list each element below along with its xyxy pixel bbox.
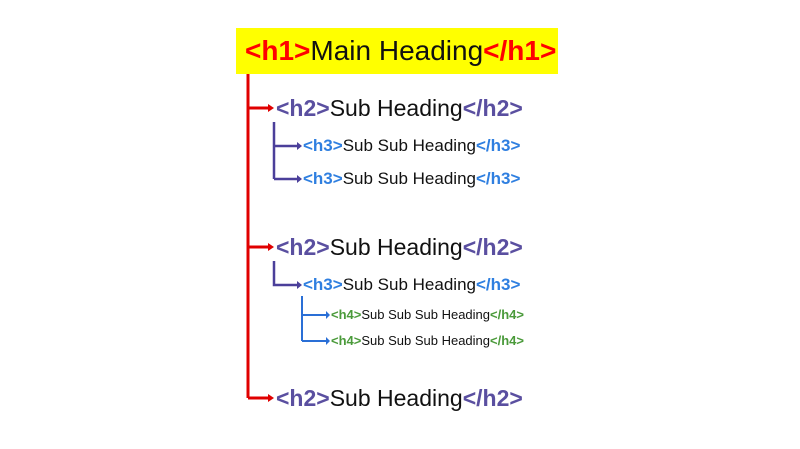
h3-close-tag: </h3> — [475, 169, 521, 188]
h4-close-tag: </h4> — [490, 333, 524, 348]
h2-open-tag: <h2> — [276, 234, 330, 260]
h3-node: <h3>Sub Sub Heading</h3> — [303, 274, 520, 296]
h3-node: <h3>Sub Sub Heading</h3> — [303, 135, 520, 157]
h3-arrow-tips — [326, 311, 330, 345]
h2-heading-text: Sub Heading — [329, 95, 463, 121]
h2-node: <h2>Sub Heading</h2> — [276, 233, 523, 261]
h4-heading-text: Sub Sub Sub Heading — [361, 307, 491, 322]
h2-arrow-tips — [297, 142, 302, 289]
h2-close-tag: </h2> — [462, 234, 523, 260]
h2-node: <h2>Sub Heading</h2> — [276, 384, 523, 412]
h4-heading-text: Sub Sub Sub Heading — [361, 333, 491, 348]
h1-label: <h1>Main Heading</h1> — [245, 34, 556, 68]
h3-open-tag: <h3> — [303, 169, 343, 188]
h2-open-tag: <h2> — [276, 385, 330, 411]
h2-connector — [272, 122, 297, 181]
h1-heading-text: Main Heading — [310, 35, 484, 66]
h3-heading-text: Sub Sub Heading — [342, 275, 476, 294]
h2-connector — [272, 261, 297, 287]
h2-node: <h2>Sub Heading</h2> — [276, 94, 523, 122]
h3-heading-text: Sub Sub Heading — [342, 136, 476, 155]
h3-close-tag: </h3> — [475, 136, 521, 155]
h2-heading-text: Sub Heading — [329, 385, 463, 411]
h1-connector — [246, 74, 268, 400]
h4-open-tag: <h4> — [331, 307, 362, 322]
h4-node: <h4>Sub Sub Sub Heading</h4> — [331, 332, 524, 350]
h1-node: <h1>Main Heading</h1> — [236, 28, 558, 74]
h3-heading-text: Sub Sub Heading — [342, 169, 476, 188]
h2-close-tag: </h2> — [462, 385, 523, 411]
h3-open-tag: <h3> — [303, 275, 343, 294]
h3-open-tag: <h3> — [303, 136, 343, 155]
h2-close-tag: </h2> — [462, 95, 523, 121]
h1-open-tag: <h1> — [245, 35, 311, 66]
h3-close-tag: </h3> — [475, 275, 521, 294]
h4-close-tag: </h4> — [490, 307, 524, 322]
h4-node: <h4>Sub Sub Sub Heading</h4> — [331, 306, 524, 324]
h2-open-tag: <h2> — [276, 95, 330, 121]
h2-heading-text: Sub Heading — [329, 234, 463, 260]
h4-open-tag: <h4> — [331, 333, 362, 348]
h3-connector — [301, 296, 326, 342]
h3-node: <h3>Sub Sub Heading</h3> — [303, 168, 520, 190]
h1-close-tag: </h1> — [483, 35, 557, 66]
